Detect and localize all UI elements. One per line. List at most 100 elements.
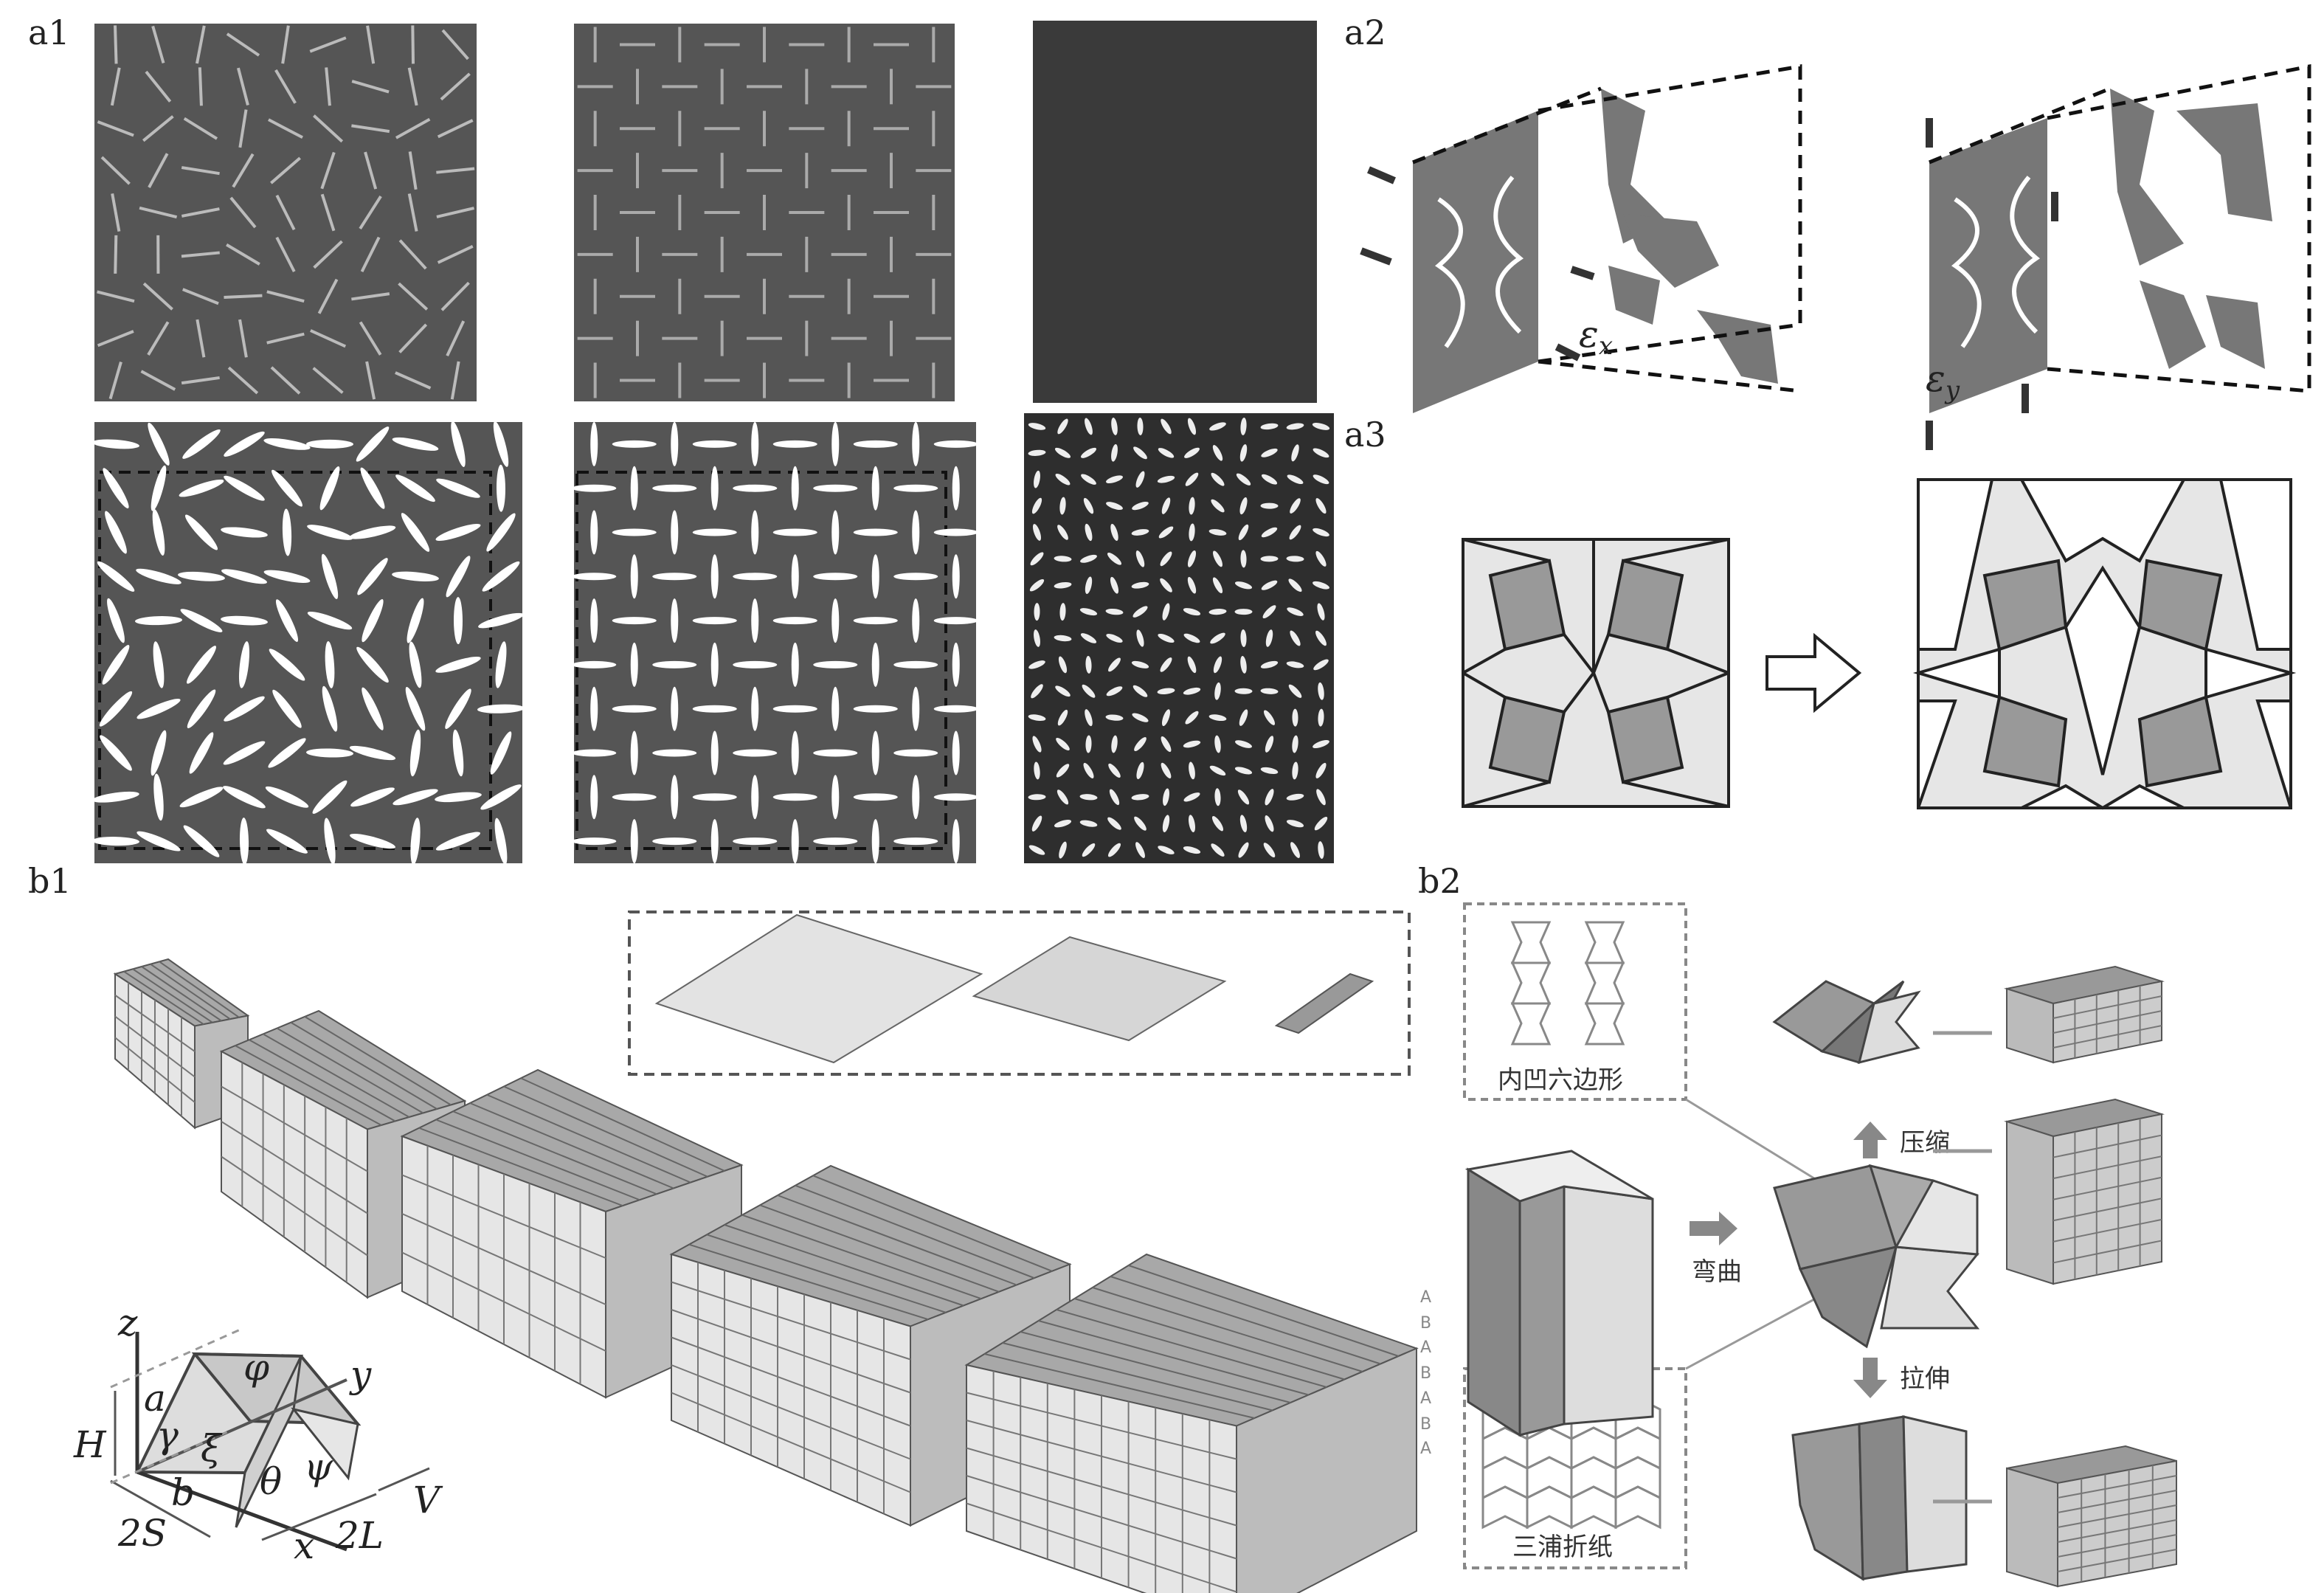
- open-cut: [1316, 789, 1326, 806]
- open-cut: [135, 616, 182, 626]
- open-cut: [1161, 497, 1171, 514]
- cut: [227, 366, 259, 395]
- open-cut: [1079, 608, 1098, 616]
- open-cut: [184, 514, 218, 550]
- open-cut: [1211, 816, 1224, 832]
- open-cut: [312, 780, 347, 814]
- open-cut: [1187, 418, 1197, 435]
- open-cut: [1313, 448, 1329, 458]
- open-cut: [831, 598, 840, 643]
- cut: [145, 70, 172, 103]
- open-cut: [1315, 498, 1327, 514]
- open-cut: [590, 598, 598, 643]
- cut: [266, 290, 305, 303]
- open-cut: [1132, 606, 1148, 618]
- open-cut: [263, 438, 311, 450]
- open-cut: [1054, 635, 1072, 642]
- cut: [436, 167, 475, 174]
- cell-line: [2052, 1025, 2162, 1048]
- fold-line: [114, 994, 196, 1052]
- open-cut: [1133, 446, 1147, 460]
- layer-label: A: [1420, 1440, 1431, 1458]
- fold-line: [688, 1243, 929, 1321]
- fold-line: [671, 1336, 911, 1427]
- open-cut: [572, 484, 617, 492]
- block-left: [2006, 1120, 2054, 1285]
- open-cut: [151, 730, 167, 776]
- open-cut: [1160, 578, 1172, 592]
- open-cut: [1079, 794, 1098, 801]
- b2-origami-tubes: 内凹六边形 三浦折纸 弯曲 压缩 拉伸: [1463, 902, 2177, 1588]
- cut: [325, 67, 331, 106]
- open-cut: [1261, 527, 1278, 538]
- open-cut: [1314, 817, 1328, 831]
- open-cut: [710, 554, 719, 599]
- open-cut: [733, 837, 778, 846]
- cut: [365, 361, 376, 400]
- open-cut: [362, 598, 384, 643]
- open-cut: [224, 431, 265, 457]
- miura-cell: [1526, 1456, 1573, 1500]
- open-cut: [275, 599, 299, 642]
- open-cut: [933, 617, 978, 625]
- open-cut: [1239, 709, 1248, 726]
- open-cut: [392, 571, 439, 581]
- b2-blocks: [2004, 965, 2177, 1588]
- open-cut: [1106, 502, 1123, 511]
- open-cut: [572, 573, 617, 581]
- open-cut: [1235, 740, 1252, 748]
- open-cut: [1031, 815, 1042, 832]
- open-cut: [1240, 417, 1247, 435]
- cut: [266, 332, 305, 345]
- hexagon-cell: [1584, 921, 1625, 964]
- miura-origami-box: [1463, 1367, 1687, 1569]
- open-cut: [853, 617, 898, 625]
- open-cut: [263, 570, 311, 583]
- open-cut: [1261, 580, 1278, 590]
- fold-line: [671, 1392, 911, 1493]
- open-cut: [136, 699, 181, 719]
- open-cut: [1238, 524, 1249, 541]
- open-cut: [482, 561, 520, 592]
- hexagon-pattern: [1510, 921, 1625, 1046]
- open-cut: [733, 484, 778, 492]
- open-cut: [1208, 609, 1227, 615]
- open-cut: [1028, 714, 1046, 722]
- fold-line: [1110, 1276, 1381, 1365]
- fold-line: [812, 1175, 1053, 1272]
- symbol-V: V: [413, 1479, 443, 1521]
- open-cut: [151, 465, 167, 511]
- open-cut: [1054, 447, 1071, 458]
- open-cut: [1260, 502, 1279, 509]
- open-cut: [692, 617, 737, 625]
- open-cut: [306, 748, 353, 758]
- open-cut: [1260, 660, 1279, 668]
- a1-kirigami-sheets: [92, 21, 1334, 865]
- open-cut: [751, 510, 759, 555]
- open-cut: [853, 705, 898, 713]
- open-cut: [1286, 661, 1304, 668]
- fold-line: [435, 1119, 640, 1201]
- miura-cell: [1570, 1456, 1617, 1500]
- open-cut: [1183, 608, 1201, 616]
- open-cut: [356, 426, 390, 462]
- open-cut: [1209, 765, 1226, 776]
- open-cut: [751, 598, 759, 643]
- cut: [313, 114, 344, 143]
- open-cut: [733, 573, 778, 581]
- cell-line: [2052, 1134, 2162, 1158]
- symbol-b: b: [171, 1471, 195, 1514]
- open-cut: [1183, 687, 1201, 695]
- open-cut: [1111, 735, 1118, 753]
- fold-line: [452, 1110, 657, 1195]
- open-cut: [1132, 713, 1149, 722]
- open-cut: [306, 439, 353, 449]
- open-cut: [187, 689, 216, 728]
- compressed-tube: [1772, 980, 1921, 1065]
- cut: [398, 282, 429, 311]
- open-cut: [912, 598, 920, 643]
- open-cut: [92, 791, 139, 803]
- open-cut: [710, 642, 719, 687]
- open-cut: [153, 773, 164, 821]
- cut: [446, 320, 466, 357]
